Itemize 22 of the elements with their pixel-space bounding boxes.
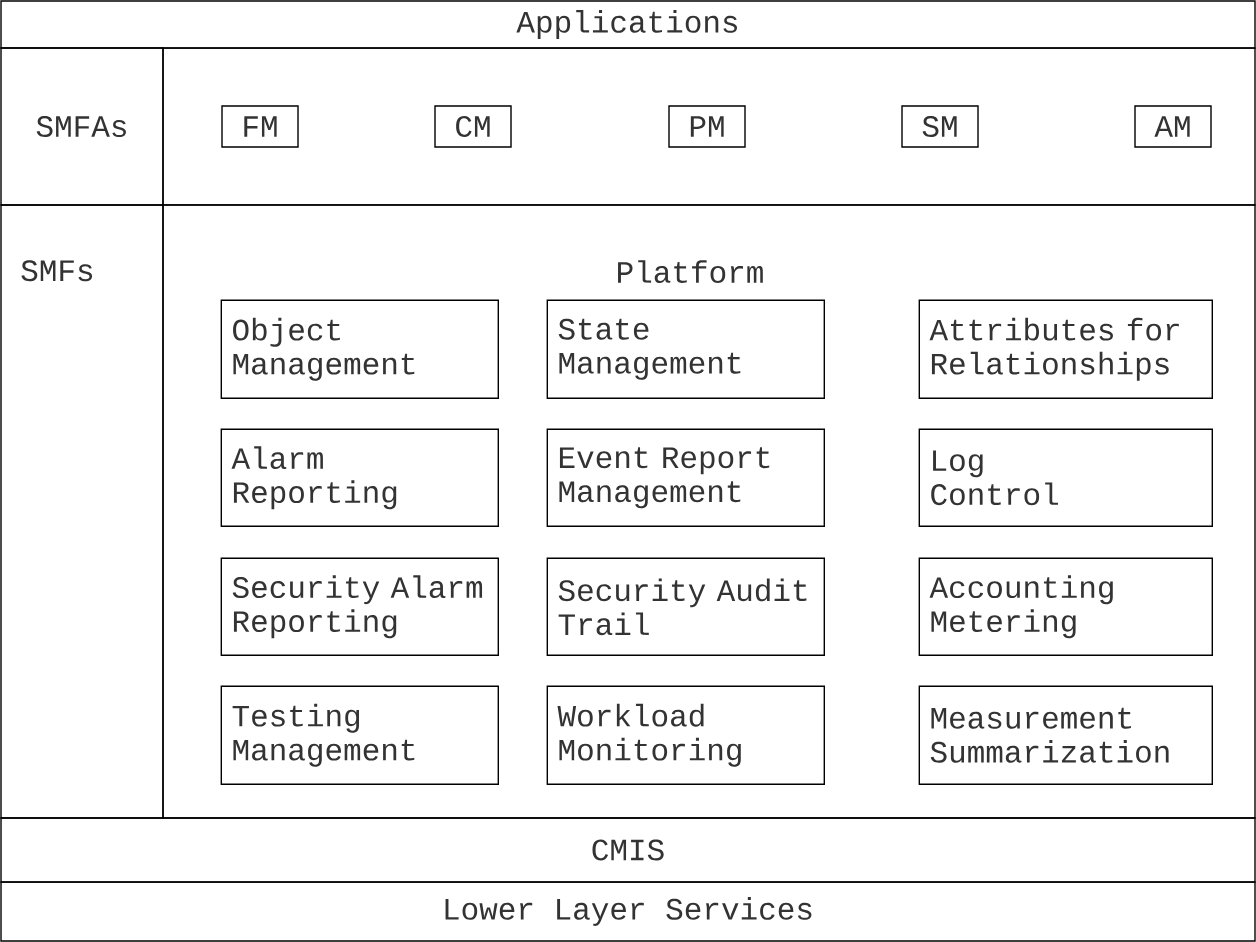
function-box: State Management [546,299,825,399]
layer-band: Applications [0,0,1256,49]
layer-band: CMIS [0,817,1256,883]
row-header-cell: SMFAs [0,47,164,206]
function-box: Testing Management [220,685,499,785]
function-box: CM [434,105,512,148]
function-box: Accounting Metering [918,557,1213,656]
function-box: Measurement Summarization [918,685,1213,785]
function-box: SM [901,105,979,148]
function-box: Alarm Reporting [220,428,499,527]
function-box: Attributes for Relationships [918,299,1213,399]
row-header-cell: SMFs [0,204,164,819]
layer-band: Lower Layer Services [0,881,1256,942]
function-box: Log Control [918,428,1213,527]
function-box: Workload Monitoring [546,685,825,785]
function-box: Object Management [220,299,499,399]
function-box: PM [668,105,746,148]
function-box: Event Report Management [546,428,825,527]
function-box: Security Audit Trail [546,557,825,656]
function-box: AM [1134,105,1212,148]
function-box: FM [221,105,299,148]
function-box: Security Alarm Reporting [220,557,499,656]
